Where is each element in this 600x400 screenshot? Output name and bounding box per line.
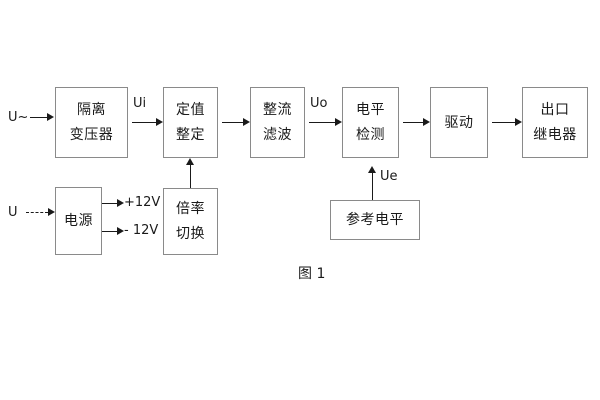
block-output-relay: 出口 继电器 [522,87,588,158]
arrow-supply-positive-rail [102,199,124,208]
figure-caption: 图 1 [298,266,326,282]
block-ratio-switching-line1: 倍率 [176,201,205,217]
block-setpoint-setting: 定值 整定 [163,87,218,158]
block-power-supply: 电源 [55,187,102,255]
block-power-supply-line1: 电源 [64,213,93,229]
block-isolation-transformer-line2: 变压器 [69,127,114,143]
block-setpoint-setting-line2: 整定 [176,127,205,143]
block-level-detection-line2: 检测 [356,127,385,143]
label-supply-positive: +12V [124,195,161,210]
arrow-level-detection-to-drive [403,118,430,127]
arrow-rectify-filter-to-level-detection [309,118,342,127]
block-output-relay-line2: 继电器 [533,127,577,143]
label-uo: Uo [310,96,328,111]
block-reference-level: 参考电平 [330,200,420,240]
block-isolation-transformer-line1: 隔离 [77,102,106,118]
block-ratio-switching: 倍率 切换 [163,188,218,255]
arrow-dc-input-to-power-supply [26,208,55,217]
block-rectify-filter-line2: 滤波 [263,127,292,143]
arrow-isolation-transformer-to-setpoint-setting [132,118,163,127]
block-isolation-transformer: 隔离 变压器 [55,87,128,158]
block-reference-level-line1: 参考电平 [346,212,404,228]
block-drive: 驱动 [430,87,488,158]
block-drive-line1: 驱动 [444,114,474,131]
block-ratio-switching-line2: 切换 [176,226,205,242]
label-dc-input: U [8,205,18,220]
arrow-ac-input-to-isolation-transformer [30,113,54,122]
arrow-drive-to-output-relay [492,118,522,127]
block-level-detection-line1: 电平 [356,102,385,118]
arrow-supply-negative-rail [102,227,124,236]
arrow-ratio-switching-to-setpoint-setting [186,158,195,188]
label-ui: Ui [133,96,147,111]
block-rectify-filter: 整流 滤波 [250,87,305,158]
block-setpoint-setting-line1: 定值 [176,102,205,118]
arrow-reference-level-to-level-detection [368,166,377,200]
block-output-relay-line1: 出口 [540,102,570,118]
label-ue: Ue [380,169,398,184]
block-rectify-filter-line1: 整流 [263,102,292,118]
block-level-detection: 电平 检测 [342,87,399,158]
arrow-setpoint-setting-to-rectify-filter [222,118,250,127]
label-supply-negative: - 12V [124,223,159,238]
label-ac-input: U~ [8,110,29,125]
